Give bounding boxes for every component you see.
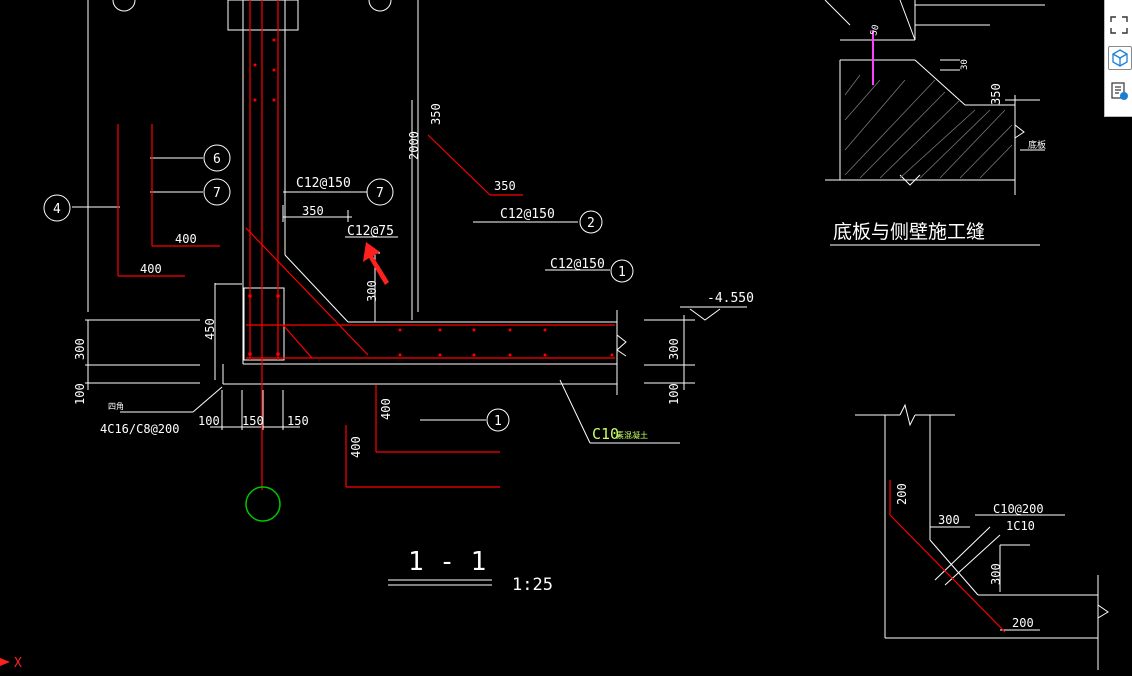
label-c12-150-top: C12@150 xyxy=(500,207,555,222)
marker-4: 4 xyxy=(53,202,61,217)
marker-2: 2 xyxy=(587,216,595,231)
section-scale: 1:25 xyxy=(512,575,553,595)
dim-300-stub: 300 xyxy=(365,280,379,302)
3d-box-icon[interactable] xyxy=(1108,46,1132,70)
label-c12-75: C12@75 xyxy=(347,224,394,239)
label-corner-bars: 4C16/C8@200 xyxy=(100,422,179,436)
dim-150-a: 150 xyxy=(242,414,264,428)
marker-1-bottom: 1 xyxy=(494,414,502,429)
dim-450: 450 xyxy=(203,318,217,340)
dim-150-b: 150 xyxy=(287,414,309,428)
label-c12-150-wall: C12@150 xyxy=(296,176,351,191)
detail-floor-label: 底板 xyxy=(1028,139,1046,151)
dim-100-right: 100 xyxy=(667,383,681,405)
ucs-x-label: X xyxy=(14,656,22,671)
corner-1c10: 1C10 xyxy=(1006,519,1035,533)
detail-dim-350: 350 xyxy=(989,83,1003,105)
label-elevation: -4.550 xyxy=(707,291,754,306)
dim-350-vertical: 350 xyxy=(429,103,443,125)
section-title: 1 - 1 xyxy=(408,547,486,577)
corner-dim-300-b: 300 xyxy=(989,563,1003,585)
corner-dim-200-a: 200 xyxy=(895,483,909,505)
fullscreen-icon[interactable] xyxy=(1108,14,1130,36)
corner-c10-200: C10@200 xyxy=(993,502,1044,516)
label-c10-bedding: C10 xyxy=(592,425,619,443)
detail-construction-joint xyxy=(824,0,1045,195)
label-c10-note: 素混凝土 xyxy=(616,430,648,440)
corner-rebar xyxy=(889,480,1006,633)
dim-350-top: 350 xyxy=(302,204,324,218)
annotation-arrow xyxy=(363,242,389,285)
rebar-dots xyxy=(248,38,614,357)
detail-hatch xyxy=(844,74,1013,179)
label-c12-150-bottom: C12@150 xyxy=(550,257,605,272)
marker-1: 1 xyxy=(618,265,626,280)
dim-300-left: 300 xyxy=(73,338,87,360)
label-corner-tag: 四角 xyxy=(108,401,124,411)
detail-dim-50: 50 xyxy=(869,24,881,37)
view-toolbar xyxy=(1104,0,1132,117)
dim-400-b: 400 xyxy=(140,262,162,276)
dim-400-d: 400 xyxy=(349,436,363,458)
dim-100-a: 100 xyxy=(198,414,220,428)
section-1-1 xyxy=(72,0,747,444)
title-underline xyxy=(388,244,1040,586)
marker-6: 6 xyxy=(213,152,221,167)
corner-dim-200-b: 200 xyxy=(1012,616,1034,630)
marker-circles xyxy=(43,0,634,432)
dim-350-right: 350 xyxy=(494,179,516,193)
corner-dim-300-a: 300 xyxy=(938,513,960,527)
ucs-arrow-icon xyxy=(0,658,10,666)
corner-detail xyxy=(855,403,1109,670)
dim-400-a: 400 xyxy=(175,232,197,246)
detail-title: 底板与侧壁施工缝 xyxy=(833,221,985,243)
dim-400-c: 400 xyxy=(379,398,393,420)
grid-axis-bubble xyxy=(245,486,281,522)
dim-100-left: 100 xyxy=(73,383,87,405)
marker-7-left: 7 xyxy=(213,186,221,201)
dim-300-right: 300 xyxy=(667,338,681,360)
rebar-lines xyxy=(117,0,615,490)
properties-icon[interactable] xyxy=(1108,80,1130,102)
detail-dim-30: 30 xyxy=(960,59,970,70)
ucs-indicator: X xyxy=(0,652,30,672)
dim-2000: 2000 xyxy=(407,131,421,160)
marker-7-right: 7 xyxy=(376,186,384,201)
